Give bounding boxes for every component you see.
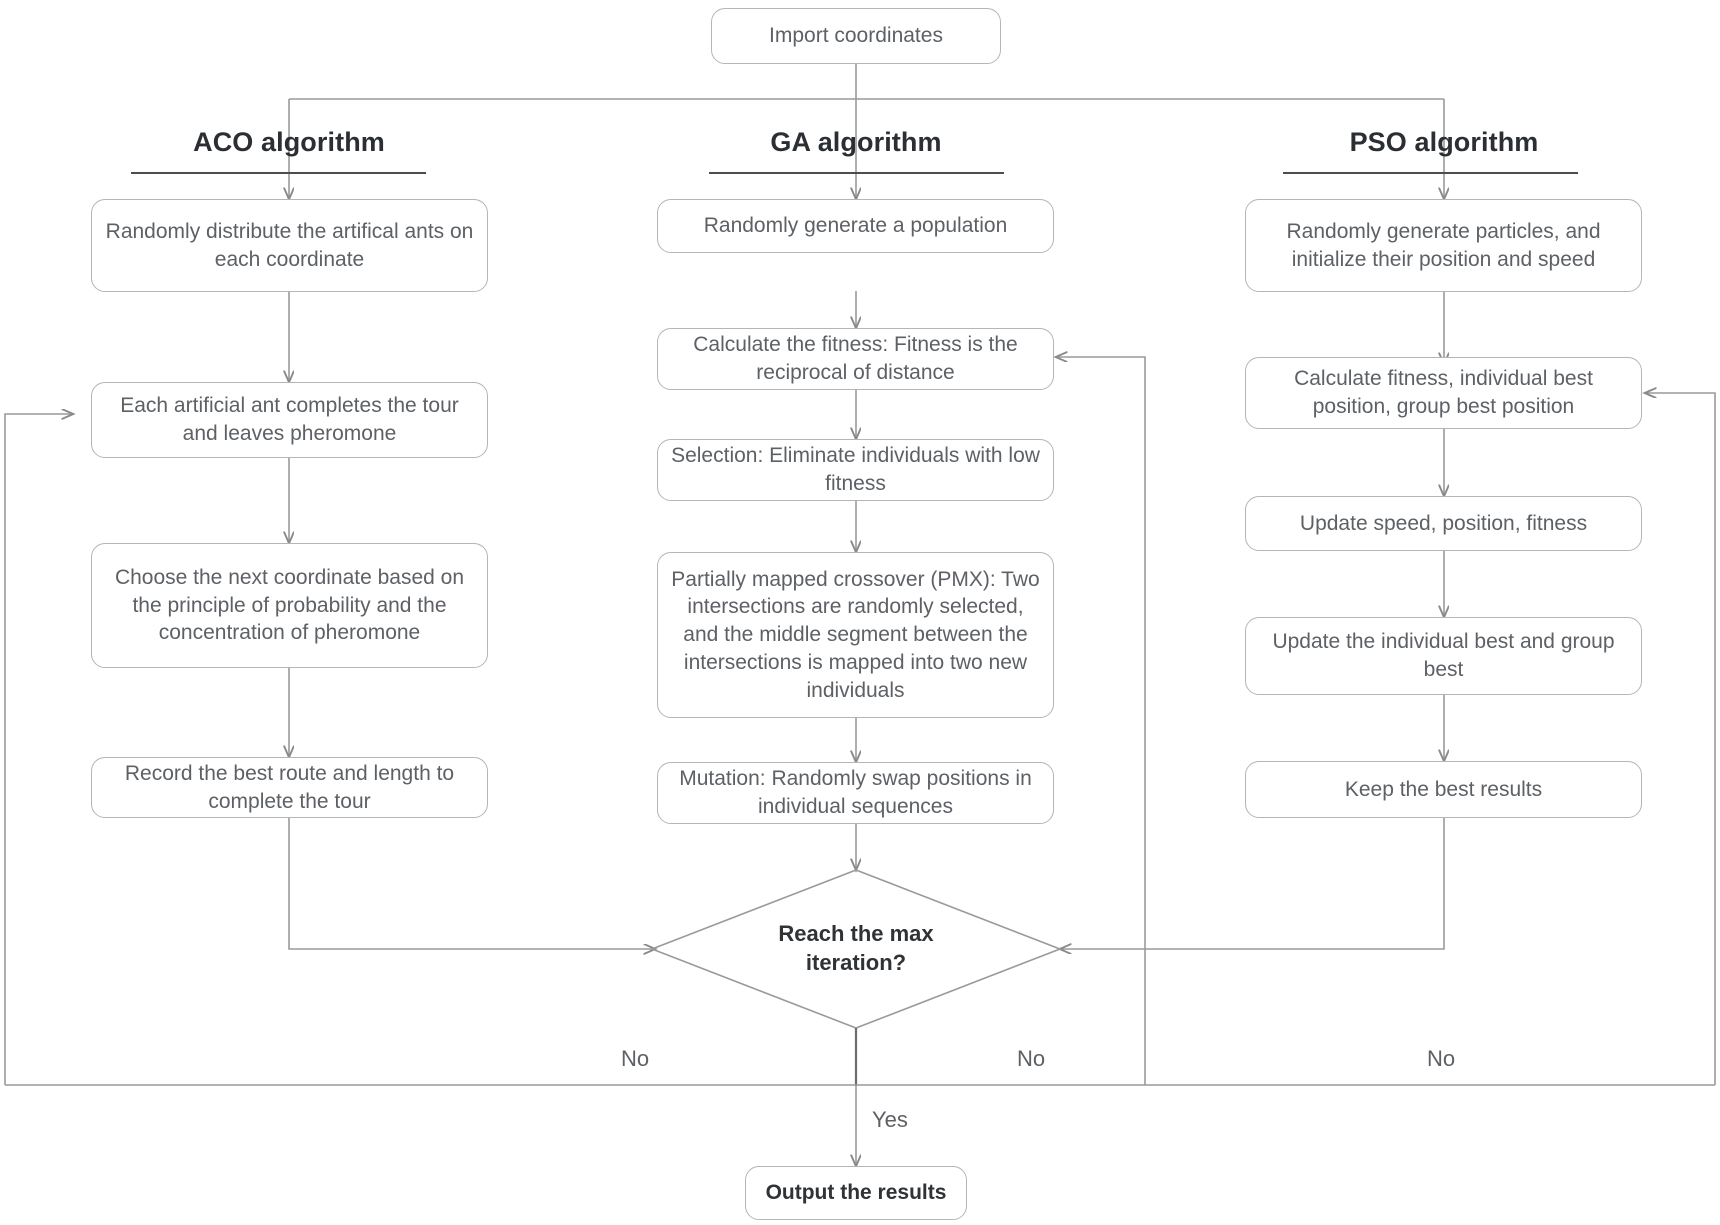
node-aco-step-2[interactable]: Each artificial ant completes the tour a… [91, 382, 488, 458]
node-output-the-results-label: Output the results [765, 1181, 947, 1205]
node-pso-step-2[interactable]: Calculate fitness, individual best posit… [1245, 357, 1642, 429]
node-pso-step-3[interactable]: Update speed, position, fitness [1245, 496, 1642, 551]
node-aco-step-3-label: Choose the next coordinate based on the … [114, 565, 465, 645]
node-pso-step-5[interactable]: Keep the best results [1245, 761, 1642, 818]
node-pso-step-4[interactable]: Update the individual best and group bes… [1245, 617, 1642, 695]
node-pso-step-1[interactable]: Randomly generate particles, and initial… [1245, 199, 1642, 292]
branch-label-no-right: No [1427, 1046, 1456, 1071]
node-import-coordinates-label: Import coordinates [769, 24, 943, 48]
node-ga-step-3-label: Selection: Eliminate individuals with lo… [671, 444, 1040, 495]
node-pso-step-4-label: Update the individual best and group bes… [1272, 630, 1615, 681]
node-ga-step-1[interactable]: Randomly generate a population [657, 199, 1054, 253]
node-aco-step-1-label: Randomly distribute the artifical ants o… [105, 219, 474, 271]
node-ga-step-4-label: Partially mapped crossover (PMX): Two in… [671, 567, 1040, 702]
node-import-coordinates[interactable]: Import coordinates [711, 8, 1001, 64]
node-aco-step-3[interactable]: Choose the next coordinate based on the … [91, 543, 488, 668]
node-aco-step-2-label: Each artificial ant completes the tour a… [120, 394, 459, 445]
column-rule-aco [131, 172, 426, 174]
node-ga-step-4[interactable]: Partially mapped crossover (PMX): Two in… [657, 552, 1054, 718]
column-title-pso: PSO algorithm [1349, 127, 1539, 157]
edge-pso-tail-to-decision [1060, 818, 1445, 949]
node-pso-step-5-label: Keep the best results [1344, 777, 1543, 801]
node-pso-step-1-label: Randomly generate particles, and initial… [1286, 219, 1601, 271]
node-ga-step-5-label: Mutation: Randomly swap positions in ind… [679, 767, 1032, 818]
decision-diamond [649, 869, 1063, 1029]
column-title-aco: ACO algorithm [193, 127, 385, 157]
node-aco-step-4-label: Record the best route and length to comp… [124, 761, 455, 813]
edge-pso-return-rail [1645, 393, 1716, 1085]
node-ga-step-2-label: Calculate the fitness: Fitness is the re… [693, 333, 1018, 384]
node-ga-step-5[interactable]: Mutation: Randomly swap positions in ind… [657, 762, 1054, 824]
branch-label-yes: Yes [872, 1107, 908, 1132]
node-output-the-results[interactable]: Output the results [745, 1166, 967, 1220]
column-rule-pso [1283, 172, 1578, 174]
node-pso-step-2-label: Calculate fitness, individual best posit… [1294, 367, 1593, 418]
node-ga-step-3[interactable]: Selection: Eliminate individuals with lo… [657, 439, 1054, 501]
branch-label-no-middle: No [1017, 1046, 1046, 1071]
branch-label-no-left: No [621, 1046, 650, 1071]
column-title-ga: GA algorithm [770, 127, 942, 157]
edge-aco-tail-to-decision-bus [288, 818, 655, 949]
column-rule-ga [709, 172, 1004, 174]
node-aco-step-4[interactable]: Record the best route and length to comp… [91, 757, 488, 818]
node-ga-step-1-label: Randomly generate a population [703, 214, 1008, 238]
node-aco-step-1[interactable]: Randomly distribute the artifical ants o… [91, 199, 488, 292]
node-ga-step-2[interactable]: Calculate the fitness: Fitness is the re… [657, 328, 1054, 390]
edge-ga-return-rail [1056, 357, 1146, 1085]
node-pso-step-3-label: Update speed, position, fitness [1299, 511, 1588, 535]
edge-left-return-rail [4, 414, 73, 1085]
